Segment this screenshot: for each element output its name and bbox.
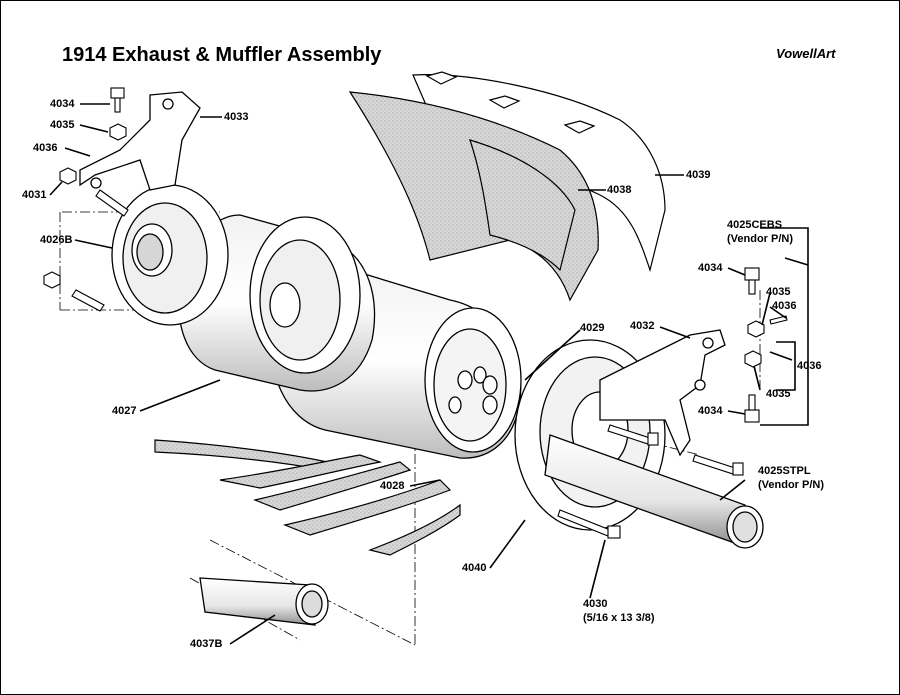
label-4038: 4038 <box>607 184 632 196</box>
bracket-4032 <box>599 329 726 457</box>
bracket-4033 <box>79 91 201 191</box>
label-4036-right: 4036 <box>797 360 822 372</box>
label-4037b: 4037B <box>190 638 223 650</box>
label-4027: 4027 <box>112 405 137 417</box>
label-4040: 4040 <box>462 562 487 574</box>
leader-lines <box>49 103 809 645</box>
label-4034-left: 4034 <box>50 98 75 110</box>
label-4036-left: 4036 <box>33 142 58 154</box>
label-4034-right-bottom: 4034 <box>698 405 723 417</box>
label-4026b: 4026B <box>40 234 73 246</box>
hardware-left <box>43 87 129 312</box>
label-4028: 4028 <box>380 480 405 492</box>
page-title: 1914 Exhaust & Muffler Assembly <box>62 44 382 66</box>
wrap-4028 <box>154 439 461 556</box>
label-4030-size: (5/16 x 13 3/8) <box>583 612 655 624</box>
label-4036-right-top: 4036 <box>772 300 797 312</box>
label-4035-right-bottom: 4035 <box>766 388 791 400</box>
pipe-4037b <box>199 577 329 626</box>
label-4039: 4039 <box>686 169 711 181</box>
label-4035-left: 4035 <box>50 119 75 131</box>
label-4033: 4033 <box>224 111 249 123</box>
hardware-right <box>744 267 788 423</box>
wrap-4038 <box>348 91 599 302</box>
label-4032: 4032 <box>630 320 655 332</box>
tail-pipe-4025stpl <box>544 434 764 549</box>
label-4025cebs-vendor: (Vendor P/N) <box>727 233 794 245</box>
label-4025stpl: 4025STPL <box>758 465 811 477</box>
artist-credit: VowellArt <box>776 46 836 61</box>
label-4031: 4031 <box>22 189 47 201</box>
label-4034-right-top: 4034 <box>698 262 723 274</box>
label-4025cebs: 4025CEBS <box>727 219 783 231</box>
end-cap-4026b <box>111 184 229 326</box>
label-4029: 4029 <box>580 322 605 334</box>
label-4025stpl-vendor: (Vendor P/N) <box>758 479 825 491</box>
bolt-4030 <box>557 424 744 539</box>
label-4030: 4030 <box>583 598 608 610</box>
label-4035-right-top: 4035 <box>766 286 791 298</box>
